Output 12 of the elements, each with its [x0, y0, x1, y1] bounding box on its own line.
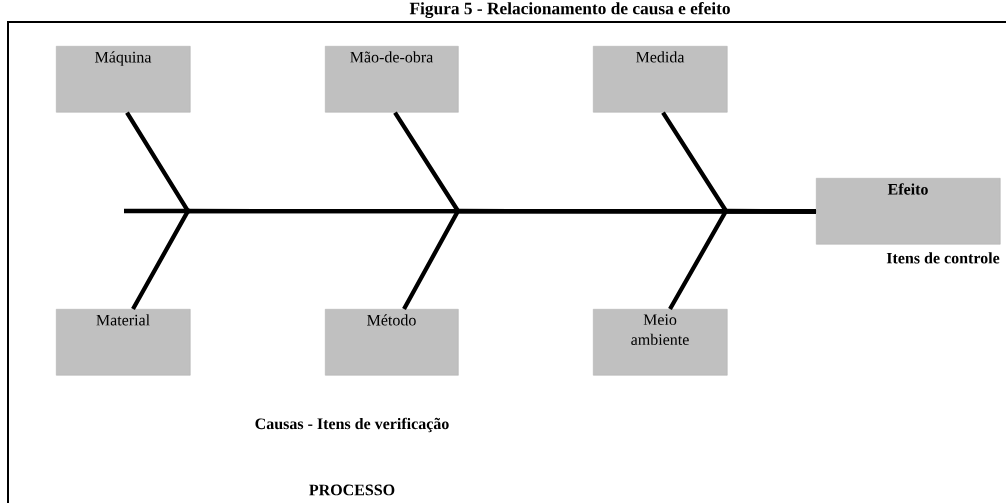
cause-box: Mão-de-obra: [325, 46, 459, 113]
cause-box: Material: [56, 309, 191, 376]
effect-caption: Itens de controle: [886, 252, 1000, 264]
section-label: Causas - Itens de verificação: [255, 417, 449, 433]
section-label: PROCESSO: [309, 484, 395, 496]
title: Figura 5 - Relacionamento de causa e efeito: [409, 2, 730, 18]
cause-box: Meio ambiente: [593, 309, 728, 376]
cause-box: Método: [325, 309, 459, 376]
cause-box: Medida: [593, 46, 728, 113]
cause-box: Máquina: [56, 46, 191, 113]
effect-box: Efeito: [816, 178, 1001, 245]
fishbone-branch: [668, 208, 816, 311]
